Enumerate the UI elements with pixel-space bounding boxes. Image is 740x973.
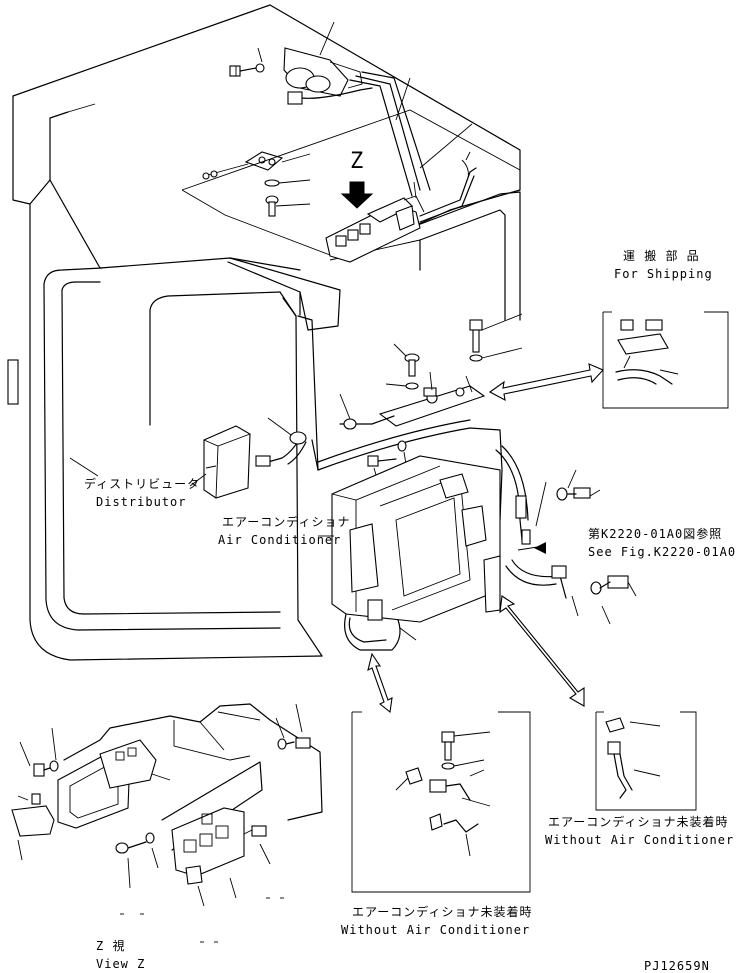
without-ac-right-en: Without Air Conditioner <box>545 833 734 847</box>
view-z-label-en: View Z <box>96 957 145 971</box>
roof-harness-right <box>413 151 477 223</box>
aircon-bolt-right-lower <box>590 575 637 625</box>
view-z-detail: Z 視 View Z <box>11 703 323 971</box>
aircon-bolt-left <box>367 440 409 497</box>
ref-label-en: See Fig.K2220-01A0 <box>588 545 736 559</box>
reference-label: 第K2220-01A0図参照 See Fig.K2220-01A0 <box>588 526 736 559</box>
view-z-letter: Z <box>350 149 363 174</box>
view-z-label-jp: Z 視 <box>96 938 125 953</box>
distributor-label-en: Distributor <box>96 495 186 509</box>
center-bolt-upper <box>469 313 523 362</box>
shipping-arrow <box>488 363 604 402</box>
center-inset-without-ac: エアーコンディショナ未装着時 Without Air Conditioner <box>341 652 532 937</box>
distributor-box <box>203 425 251 499</box>
aircon-harness-right <box>495 445 579 617</box>
distributor-label-jp: ディストリビュータ <box>84 476 200 491</box>
aircon-bolt-right-upper <box>556 469 601 501</box>
aircon-label-en: Air Conditioner <box>218 533 341 547</box>
roof-switch-panel <box>325 195 425 263</box>
ref-label-jp: 第K2220-01A0図参照 <box>588 526 722 541</box>
air-conditioner-label: エアーコンディショナ Air Conditioner <box>218 514 350 547</box>
center-bracket <box>378 371 486 427</box>
for-shipping-box: 運 搬 部 品 For Shipping <box>602 248 729 409</box>
part-code: PJ12659N <box>644 959 710 973</box>
without-ac-right-jp: エアーコンディショナ未装着時 <box>548 814 728 829</box>
right-inset-without-ac: エアーコンディショナ未装着時 Without Air Conditioner <box>499 595 734 847</box>
main-harness <box>255 393 503 521</box>
cab-body <box>7 4 521 661</box>
view-z-indicator: Z <box>340 149 374 209</box>
center-screw <box>385 343 420 390</box>
roof-bracket <box>202 151 311 217</box>
distributor-label: ディストリビュータ Distributor <box>69 457 207 509</box>
roof-motor-assembly <box>283 21 473 197</box>
air-conditioner-unit <box>331 455 501 651</box>
without-ac-center-jp: エアーコンディショナ未装着時 <box>352 904 532 919</box>
roof-panel <box>181 109 521 256</box>
roof-bolt-left <box>229 47 265 77</box>
without-ac-center-en: Without Air Conditioner <box>341 923 530 937</box>
shipping-label-jp: 運 搬 部 品 <box>623 248 700 263</box>
shipping-label-en: For Shipping <box>614 267 713 281</box>
aircon-label-jp: エアーコンディショナ <box>222 514 350 529</box>
